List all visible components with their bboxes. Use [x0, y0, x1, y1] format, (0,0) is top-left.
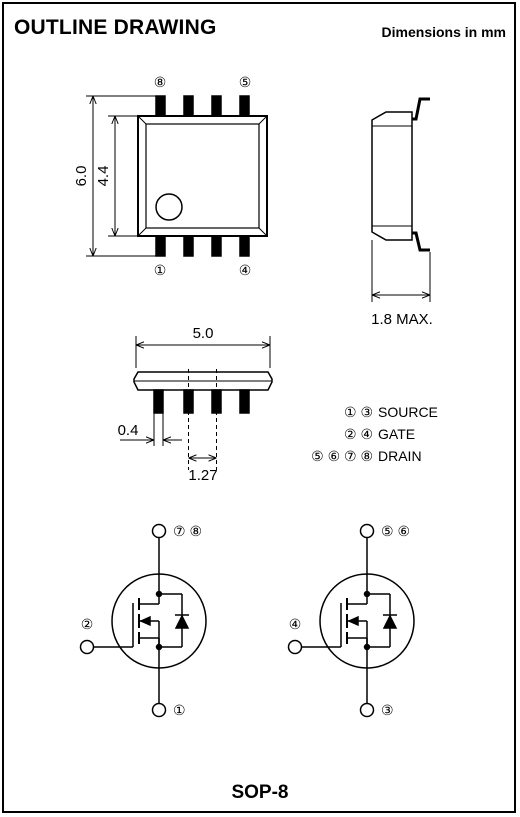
units-note: Dimensions in mm: [381, 24, 506, 40]
pin-label-8: ⑧: [154, 74, 167, 90]
schematic2-source-label: ③: [381, 702, 394, 718]
pin-label-1: ①: [154, 262, 167, 278]
schematic1-drain-label: ⑦ ⑧: [173, 523, 202, 539]
schematic1-source-label: ①: [173, 702, 186, 718]
package-name: SOP-8: [231, 782, 289, 803]
schematic2-drain-label: ⑤ ⑥: [381, 523, 410, 539]
lead-bottom-2: [183, 235, 194, 257]
dim-max-thickness: 1.8 MAX.: [371, 311, 433, 328]
legend-source-pins: ① ③: [344, 404, 373, 420]
pin-label-4: ④: [239, 262, 252, 278]
dim-lead-width: 0.4: [118, 422, 139, 439]
lead-top-8: [155, 95, 166, 117]
pin1-marker: [155, 193, 183, 221]
lead-bottom-3: [211, 235, 222, 257]
pin-legend: ① ③ SOURCE ② ④ GATE ⑤ ⑥ ⑦ ⑧ DRAIN: [311, 404, 438, 464]
package-body: [137, 115, 268, 237]
top-view: [86, 95, 268, 257]
dim-total-height: 6.0: [73, 166, 90, 187]
legend-drain-pins: ⑤ ⑥ ⑦ ⑧: [311, 448, 373, 464]
lead-top-5: [239, 95, 250, 117]
mosfet-symbol-2: [287, 523, 415, 718]
legend-source-label: SOURCE: [378, 404, 438, 420]
schematic2-gate-label: ④: [289, 616, 302, 632]
mosfet-symbol-1: [79, 523, 207, 718]
front-view: [120, 336, 273, 470]
lead-top-6: [211, 95, 222, 117]
pin-label-5: ⑤: [239, 74, 252, 90]
dim-lead-pitch: 1.27: [188, 467, 217, 484]
legend-drain-label: DRAIN: [378, 448, 422, 464]
legend-gate-pins: ② ④: [344, 426, 373, 442]
legend-gate-label: GATE: [378, 426, 415, 442]
dim-body-length: 5.0: [193, 325, 214, 342]
page-title: OUTLINE DRAWING: [14, 16, 217, 39]
lead-top-7: [183, 95, 194, 117]
dim-body-height: 4.4: [95, 166, 112, 187]
side-view: [371, 97, 431, 302]
lead-bottom-1: [155, 235, 166, 257]
lead-bottom-4: [239, 235, 250, 257]
schematic1-gate-label: ②: [81, 616, 94, 632]
